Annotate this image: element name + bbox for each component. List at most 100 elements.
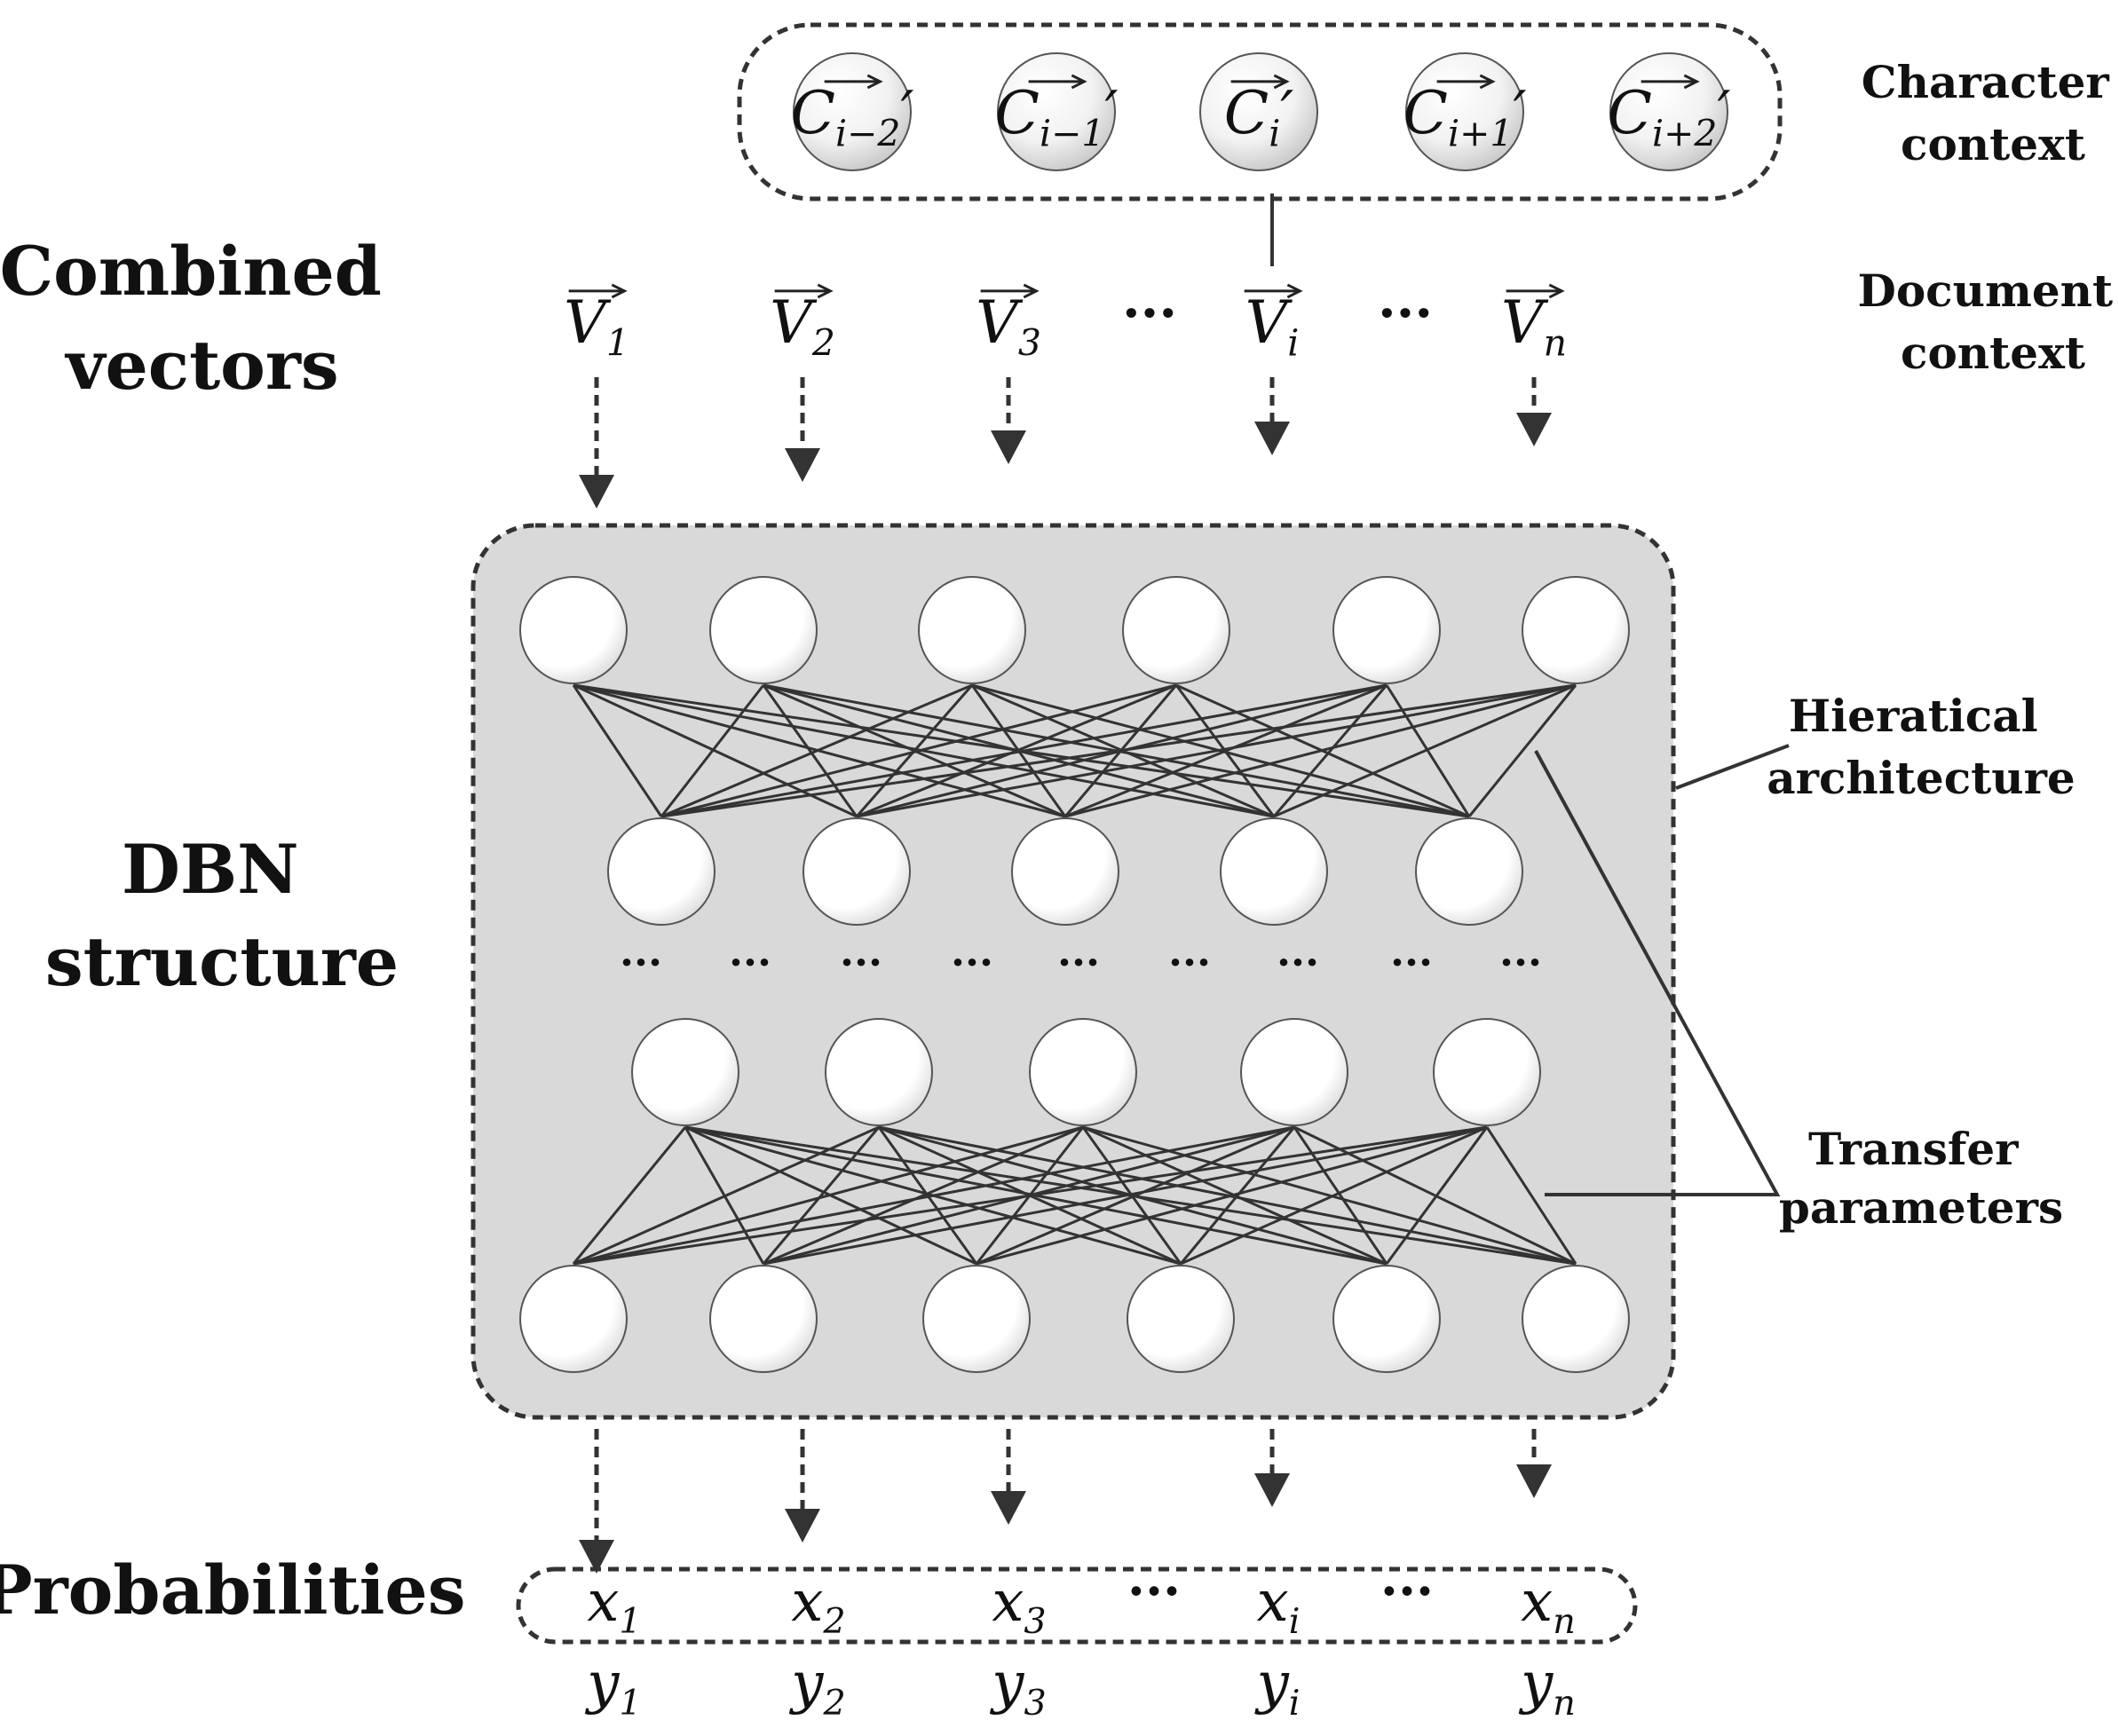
context-symbol-text: Ci′: [1224, 79, 1294, 155]
dbn-edge: [1179, 1126, 1296, 1265]
character-context-label-line1: Character: [1862, 56, 2110, 108]
character-context-nodes: Ci−2′Ci−1′Ci′Ci+1′Ci+2′: [791, 52, 1731, 171]
hidden-ellipsis: ···: [1277, 938, 1319, 986]
hidden-ellipsis: ···: [729, 938, 771, 986]
dbn-edge: [573, 1125, 1084, 1266]
dbn-node: [709, 576, 818, 684]
dbn-edge: [660, 683, 973, 818]
input-arrows: [579, 377, 1552, 509]
svg-text:DBN structure: DBN structure: [45, 830, 399, 1001]
context-symbol-text: Ci+2′: [1608, 79, 1731, 155]
hierarchical-pointer-line: [1675, 744, 1790, 790]
vector-symbol-text: V2: [770, 288, 835, 365]
dbn-node: [607, 817, 716, 926]
context-node: Ci+1′: [1403, 52, 1527, 171]
vector-symbol: Vi: [1244, 283, 1303, 365]
probability-y-symbol-text: yi: [1254, 1651, 1301, 1724]
probability-y-symbol-text: y1: [584, 1651, 641, 1724]
hidden-ellipsis: ···: [840, 938, 882, 986]
probability-x-symbol: x2: [791, 1569, 845, 1642]
context-symbol-text: Ci+1′: [1403, 79, 1527, 155]
dbn-edge: [573, 1125, 1488, 1266]
context-symbol: Ci+1′: [1403, 74, 1527, 155]
dbn-node: [922, 1265, 1031, 1373]
vector-symbol-text: V1: [564, 288, 629, 365]
context-symbol: Ci′: [1224, 74, 1294, 155]
hidden-ellipsis: ···: [1499, 938, 1542, 986]
document-context-label-line2: context: [1901, 327, 2085, 379]
svg-text:Hieratical architecture: Hieratical architecture: [1767, 690, 2076, 804]
dbn-node: [1332, 1265, 1441, 1373]
context-symbol: Ci−2′: [791, 74, 914, 155]
dbn-edge: [1485, 1126, 1577, 1265]
probability-ellipsis: ···: [1380, 1561, 1434, 1622]
dbn-edge: [1272, 684, 1388, 817]
dbn-edge: [572, 1126, 687, 1265]
probability-x-symbol: x3: [992, 1569, 1046, 1642]
dbn-edge: [1064, 683, 1388, 818]
dbn-edge: [573, 1125, 880, 1266]
dbn-node: [1122, 576, 1230, 684]
dbn-edge: [1385, 1126, 1489, 1265]
context-symbol: Ci+2′: [1608, 74, 1731, 155]
dbn-node: [1220, 817, 1328, 926]
probabilities-label: Probabilities: [0, 1551, 466, 1629]
probability-ellipsis: ···: [1127, 1561, 1181, 1622]
dbn-edge: [1082, 1125, 1577, 1266]
dbn-node: [918, 576, 1026, 684]
vector-symbol-text: Vn: [1501, 288, 1567, 365]
dbn-edge: [660, 683, 1388, 818]
dbn-node: [825, 1018, 933, 1126]
dbn-edge: [572, 684, 663, 817]
svg-text:Combined vectors: Combined vectors: [0, 232, 405, 405]
hidden-ellipsis: ···: [1057, 938, 1100, 986]
dbn-node: [519, 1265, 628, 1373]
vector-symbol: Vn: [1501, 283, 1567, 365]
transfer-pointer-lines: [1534, 750, 1781, 1196]
context-node: Ci+2′: [1608, 52, 1731, 171]
probability-y-symbol: y1: [584, 1651, 641, 1724]
output-arrows: [579, 1429, 1552, 1574]
hierarchical-architecture-label-line2: architecture: [1767, 752, 2076, 804]
dbn-edge: [976, 1125, 1295, 1266]
vector-symbol-text: Vi: [1245, 288, 1300, 365]
dbn-edge: [762, 1126, 881, 1265]
vector-ellipsis: ···: [1378, 282, 1433, 344]
hidden-ellipsis: ···: [1390, 938, 1433, 986]
context-symbol-text: Ci−2′: [791, 79, 914, 155]
context-node: Ci′: [1199, 52, 1318, 171]
probability-y-symbol-text: y3: [989, 1651, 1046, 1724]
probability-y-symbol: yn: [1518, 1651, 1576, 1724]
probability-x-symbol: xi: [1257, 1569, 1301, 1642]
document-context-label-line1: Document: [1857, 264, 2113, 317]
dbn-node: [1415, 817, 1523, 926]
character-context-box: [737, 22, 1783, 201]
dbn-node: [631, 1018, 739, 1126]
vector-symbol: V2: [770, 283, 835, 365]
dbn-node: [1240, 1018, 1348, 1126]
hidden-ellipsis: ···: [951, 938, 993, 986]
probability-y-symbol: y3: [989, 1651, 1046, 1724]
probabilities-box: [516, 1566, 1638, 1645]
dbn-edge: [1064, 683, 1577, 818]
dbn-label-line1: DBN: [122, 830, 299, 909]
character-context-label-line2: context: [1901, 118, 2085, 170]
probability-x-symbol-text: x3: [992, 1569, 1046, 1642]
context-node: Ci−2′: [791, 52, 914, 171]
vector-ellipsis-text: ···: [1122, 282, 1177, 344]
probability-y-symbol: yi: [1254, 1651, 1301, 1724]
dbn-edge: [763, 1125, 1488, 1266]
combined-label-line2: vectors: [64, 326, 338, 405]
vector-symbol: V1: [564, 283, 629, 365]
dbn-node: [519, 576, 628, 684]
combined-label-line1: Combined: [0, 232, 382, 311]
hidden-ellipsis: ···: [620, 938, 662, 986]
dbn-node: [1522, 576, 1630, 684]
dbn-node: [1522, 1265, 1630, 1373]
dbn-node: [1433, 1018, 1541, 1126]
probability-x-symbol: xn: [1521, 1569, 1576, 1642]
